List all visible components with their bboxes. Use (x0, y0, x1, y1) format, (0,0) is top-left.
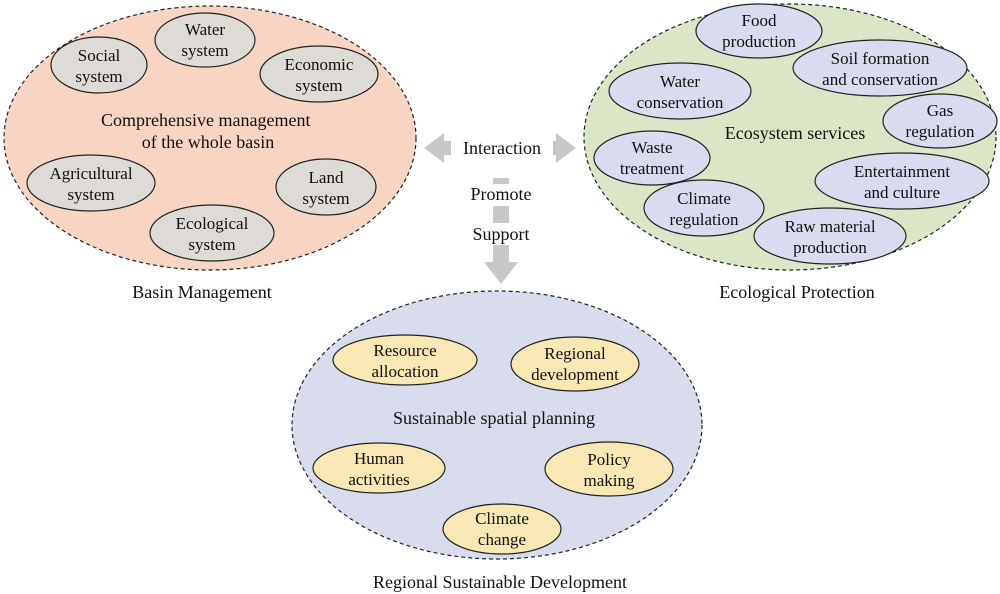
promote-label-bg (462, 184, 540, 206)
ecological-protection-caption: Ecological Protection (719, 282, 874, 302)
support-label-bg (466, 223, 536, 245)
basin-management-caption: Basin Management (132, 282, 271, 302)
ecology-inner-title: Ecosystem services (725, 123, 865, 143)
basin-inner-title-line-2: of the whole basin (142, 132, 274, 152)
support-label: Support (472, 224, 529, 244)
promote-support-arrow-group: Promote Support (462, 178, 540, 284)
basin-inner-title-line-1: Comprehensive management (101, 110, 310, 130)
regional-inner-title: Sustainable spatial planning (393, 408, 595, 428)
interaction-label-bg (451, 136, 553, 160)
interaction-label: Interaction (463, 138, 541, 158)
interaction-arrow-group: Interaction (424, 133, 576, 163)
promote-label: Promote (471, 184, 532, 204)
basin-inner-title: Comprehensive management of the whole ba… (101, 110, 315, 152)
basin-management-group: Comprehensive management of the whole ba… (3, 5, 417, 302)
regional-development-caption: Regional Sustainable Development (373, 572, 627, 592)
